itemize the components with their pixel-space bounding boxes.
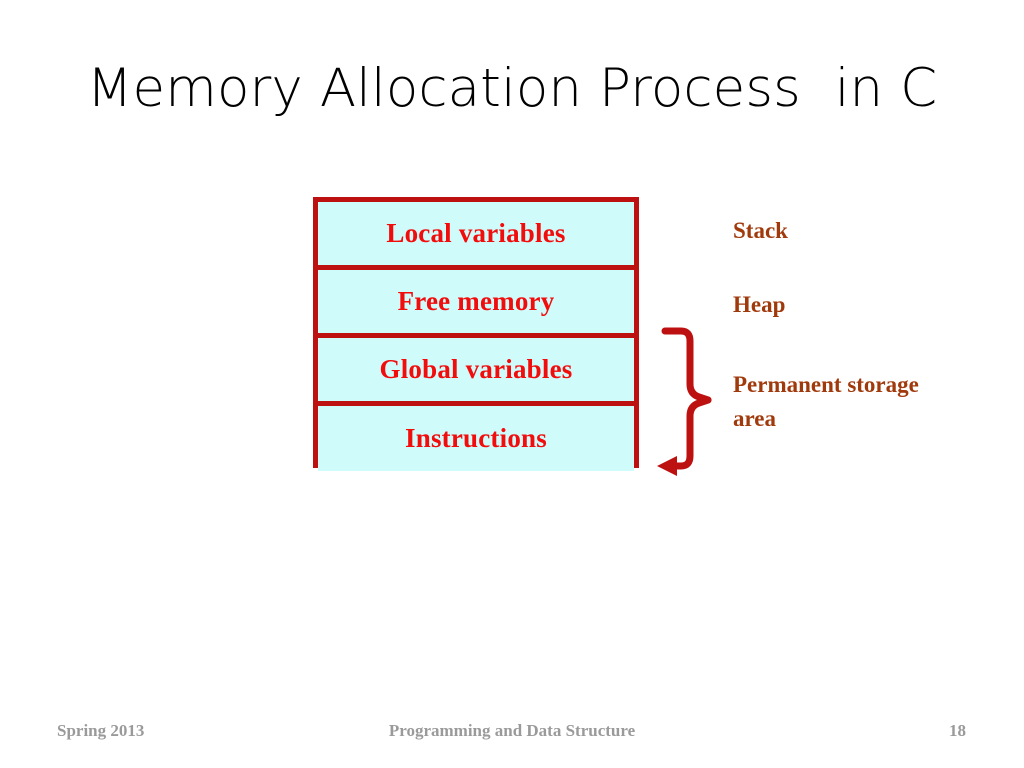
slide-footer: Spring 2013 Programming and Data Structu… bbox=[0, 721, 1024, 747]
brace-arrow-group bbox=[655, 320, 735, 485]
memory-row-global-variables: Global variables bbox=[318, 338, 634, 406]
footer-page-number: 18 bbox=[949, 721, 966, 740]
memory-layout-diagram: Local variables Free memory Global varia… bbox=[313, 197, 639, 471]
footer-course-title: Programming and Data Structure bbox=[388, 721, 636, 740]
memory-row-label: Instructions bbox=[405, 423, 547, 453]
memory-row-local-variables: Local variables bbox=[318, 202, 634, 270]
memory-row-label: Free memory bbox=[397, 286, 555, 316]
memory-row-label: Local variables bbox=[386, 218, 566, 248]
right-curly-brace-arrow-icon bbox=[657, 327, 712, 476]
permanent-storage-area-label: Permanent storage area bbox=[733, 372, 919, 431]
memory-row-free-memory: Free memory bbox=[318, 270, 634, 338]
memory-row-instructions: Instructions bbox=[318, 406, 634, 471]
footer-term: Spring 2013 bbox=[57, 721, 145, 740]
page-title: Memory Allocation Process in C bbox=[86, 58, 938, 119]
memory-row-label: Global variables bbox=[379, 354, 573, 384]
stack-label: Stack bbox=[733, 218, 788, 243]
heap-label: Heap bbox=[733, 292, 786, 317]
